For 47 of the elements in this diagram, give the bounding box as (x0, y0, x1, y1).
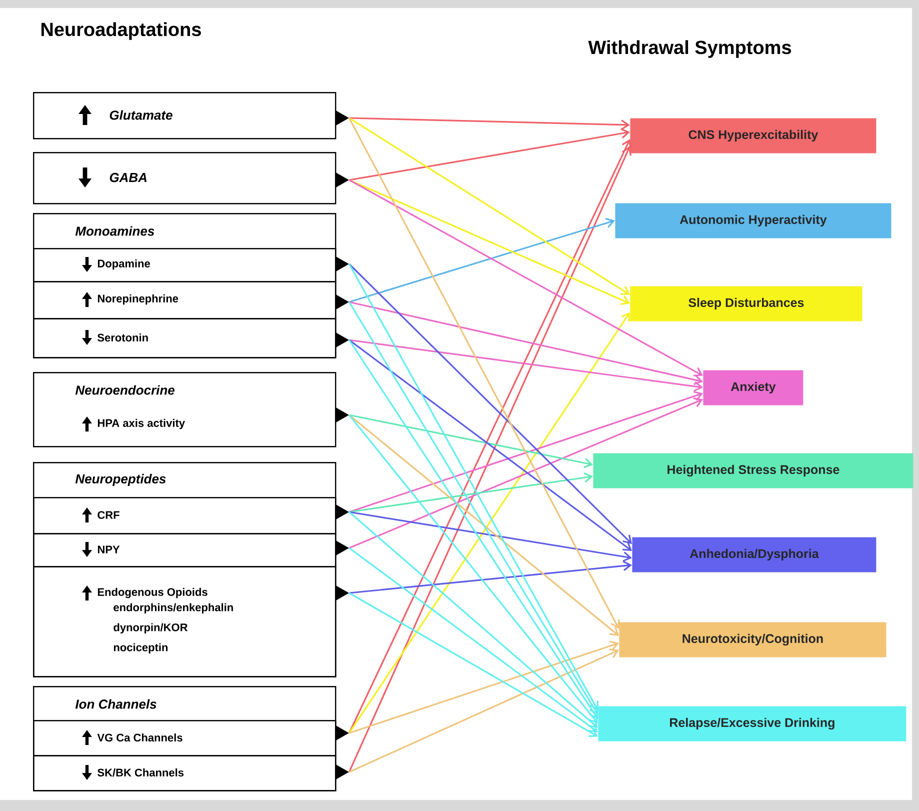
arrow (348, 179, 630, 305)
symptom-box: Heightened Stress Response (593, 453, 914, 488)
column-heading: Withdrawal Symptoms (588, 40, 791, 58)
symptom-box: Relapse/Excessive Drinking (598, 706, 906, 742)
arrow (348, 592, 598, 738)
node-label: Relapse/Excessive Drinking (670, 718, 834, 730)
neuroadaptation-box: Serotonin (33, 318, 336, 358)
arrow (348, 640, 619, 734)
arrow (348, 414, 619, 636)
arrow (349, 414, 593, 468)
arrow (349, 128, 630, 181)
symptom-box: Sleep Disturbances (630, 286, 862, 322)
arrow (349, 472, 593, 513)
arrow (348, 339, 632, 551)
arrow (349, 560, 632, 594)
arrow (349, 301, 703, 385)
symptom-box: Autonomic Hyperactivity (615, 203, 892, 238)
neuroadaptation-box: Neuroendocrine HPA axis activity (33, 372, 336, 448)
neuroadaptation-box: VG Ca Channels (33, 720, 336, 756)
arrow (348, 398, 703, 549)
symptom-box: Neurotoxicity/Cognition (619, 622, 886, 658)
arrow (348, 263, 632, 544)
arrow (348, 414, 598, 724)
neuroadaptation-box: Endogenous Opioids endorphins/enkephalin dynorpin/KOR nociceptin (33, 566, 336, 678)
arrow (349, 511, 632, 562)
symptom-box: Anhedonia/Dysphoria (632, 537, 876, 572)
neuroadaptation-box: GABA (33, 152, 336, 204)
arrow (348, 312, 630, 734)
symptom-box: Anxiety (703, 370, 804, 406)
arrow (348, 390, 703, 513)
arrow (348, 118, 620, 629)
arrow (348, 179, 703, 376)
neuroadaptation-box: Norepinephrine (33, 281, 336, 320)
arrow (348, 218, 615, 303)
arrow (349, 117, 630, 130)
arrow (348, 511, 598, 728)
neuroadaptation-box: Glutamate (33, 92, 336, 140)
arrow (348, 648, 619, 773)
symptom-box: CNS Hyperexcitability (630, 118, 876, 154)
arrow (349, 339, 703, 392)
arrow (348, 547, 598, 732)
neuroadaptation-box: CRF (33, 497, 336, 534)
neuroadaptation-box: Dopamine (33, 248, 336, 282)
arrow (348, 117, 630, 295)
column-heading: Neuroadaptations (41, 22, 201, 40)
neuroadaptation-box: NPY (33, 533, 336, 568)
neuroadaptation-box: SK/BK Channels (33, 755, 336, 792)
